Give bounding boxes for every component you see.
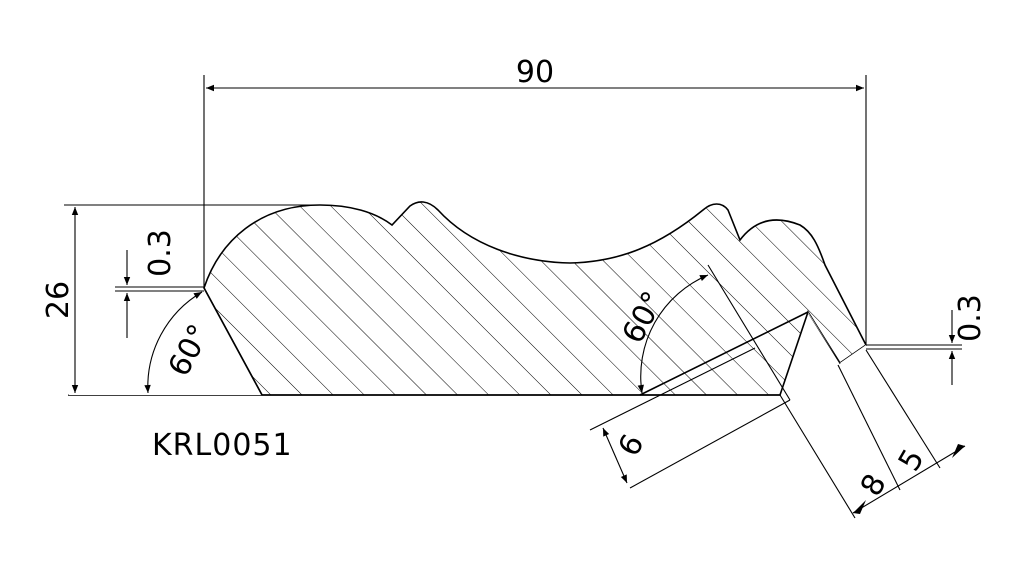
right-offset-label: 0.3 [953, 294, 988, 342]
left-angle-arc [144, 291, 203, 394]
slot-depth-label: 8 [854, 468, 894, 502]
profile-section [203, 201, 868, 396]
groove-offset-dimension-line [602, 427, 628, 484]
left-chamfer-edge [203, 287, 263, 396]
height-dimension-label: 26 [41, 281, 76, 319]
groove-offset-label: 6 [612, 429, 652, 462]
slot-width-label: 5 [892, 443, 932, 477]
part-code-label: KRL0051 [152, 428, 293, 463]
width-dimension-label: 90 [516, 55, 554, 90]
left-offset-label: 0.3 [143, 229, 178, 277]
inner-angle-arc [637, 274, 709, 394]
slot-dimension-line [852, 445, 966, 514]
